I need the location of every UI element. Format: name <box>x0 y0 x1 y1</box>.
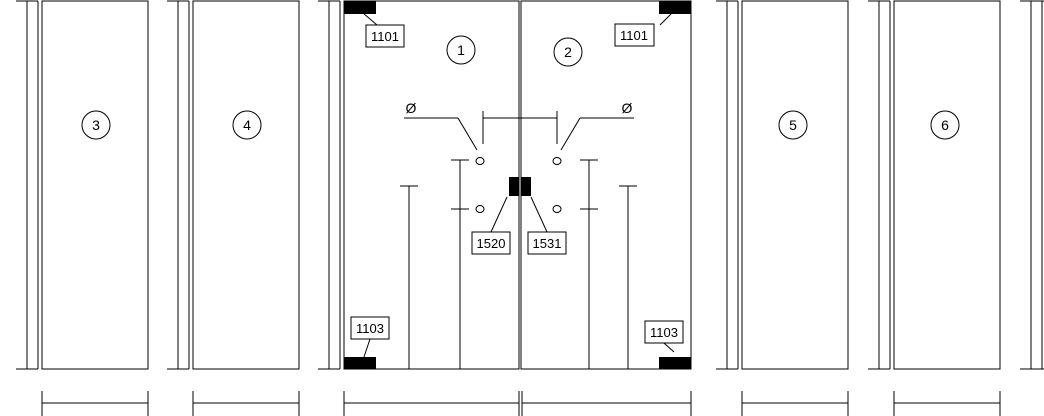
panel-number-circle-1 <box>446 35 476 65</box>
panel-number-6: 6 <box>941 117 949 133</box>
diameter-leader-right <box>560 117 634 151</box>
callout-box-bottom-left <box>350 316 390 340</box>
dimension-rail-panel-3 <box>41 391 149 416</box>
panel-number-circle-3 <box>81 110 111 140</box>
center-gap-dimension <box>482 111 558 144</box>
callout-label-bottom-right: 1103 <box>650 325 678 340</box>
panel-number-circle-5 <box>778 110 808 140</box>
dimension-rail-panel-5 <box>741 391 849 416</box>
hole-left-bottom <box>475 205 485 213</box>
callout-label-bottom-left: 1103 <box>356 321 384 336</box>
leader-patch-bottom-left <box>363 338 371 358</box>
hole-left-top <box>475 157 485 165</box>
leader-patch-top-left <box>362 12 378 26</box>
leader-patch-top-right <box>659 12 673 26</box>
callout-box-lock-left <box>471 231 511 255</box>
diameter-symbol-left: Ø <box>406 100 417 116</box>
panel-number-4: 4 <box>243 117 251 133</box>
panel-4 <box>167 0 300 370</box>
panel-number-circle-4 <box>232 110 262 140</box>
diameter-leader-left <box>404 117 478 151</box>
patch-fitting-bottom-right <box>659 357 691 369</box>
callout-box-bottom-right <box>644 320 684 344</box>
dimension-rail-leaf-1 <box>343 391 520 416</box>
lock-block-left <box>509 177 519 196</box>
dimension-rail-panel-4 <box>192 391 300 416</box>
handle-bar-right-inner <box>580 159 598 369</box>
handle-bar-left-inner <box>451 159 469 369</box>
panel-3 <box>16 0 149 370</box>
dimension-rail-leaf-2 <box>521 391 692 416</box>
dimension-rail-panel-6 <box>893 391 1001 416</box>
diameter-symbol-right: Ø <box>622 100 633 116</box>
panel-number-circle-2 <box>553 37 583 67</box>
callout-label-top-right: 1101 <box>620 28 648 43</box>
hole-right-top <box>552 157 562 165</box>
patch-fitting-top-right <box>659 1 691 14</box>
panel-number-circle-6 <box>930 110 960 140</box>
callout-box-lock-right <box>527 231 567 255</box>
callout-label-lock-left: 1520 <box>477 236 506 251</box>
lock-block-right <box>521 177 531 196</box>
callout-label-top-left: 1101 <box>371 29 399 44</box>
panel-number-3: 3 <box>92 117 100 133</box>
panel-6 <box>868 0 1001 370</box>
leader-patch-bottom-right <box>663 342 675 353</box>
panel-number-2: 2 <box>564 44 572 60</box>
panel-number-5: 5 <box>789 117 797 133</box>
patch-fitting-bottom-left <box>344 357 376 369</box>
door-leaf-2 <box>520 0 692 370</box>
callout-box-top-right <box>614 23 655 47</box>
hole-right-bottom <box>552 205 562 213</box>
callout-box-top-left <box>365 24 405 48</box>
door-frame-post-left <box>318 0 341 370</box>
leader-lock-left <box>490 196 508 233</box>
handle-bar-left-outer <box>400 185 418 369</box>
door-leaf-1 <box>343 0 520 370</box>
panel-number-1: 1 <box>457 42 465 58</box>
handle-bar-right-outer <box>619 185 637 369</box>
leader-lock-right <box>530 196 548 233</box>
panel-5 <box>716 0 849 370</box>
frame-post-right-edge <box>1020 0 1044 370</box>
patch-fitting-top-left <box>344 1 376 14</box>
callout-label-lock-right: 1531 <box>533 236 562 251</box>
